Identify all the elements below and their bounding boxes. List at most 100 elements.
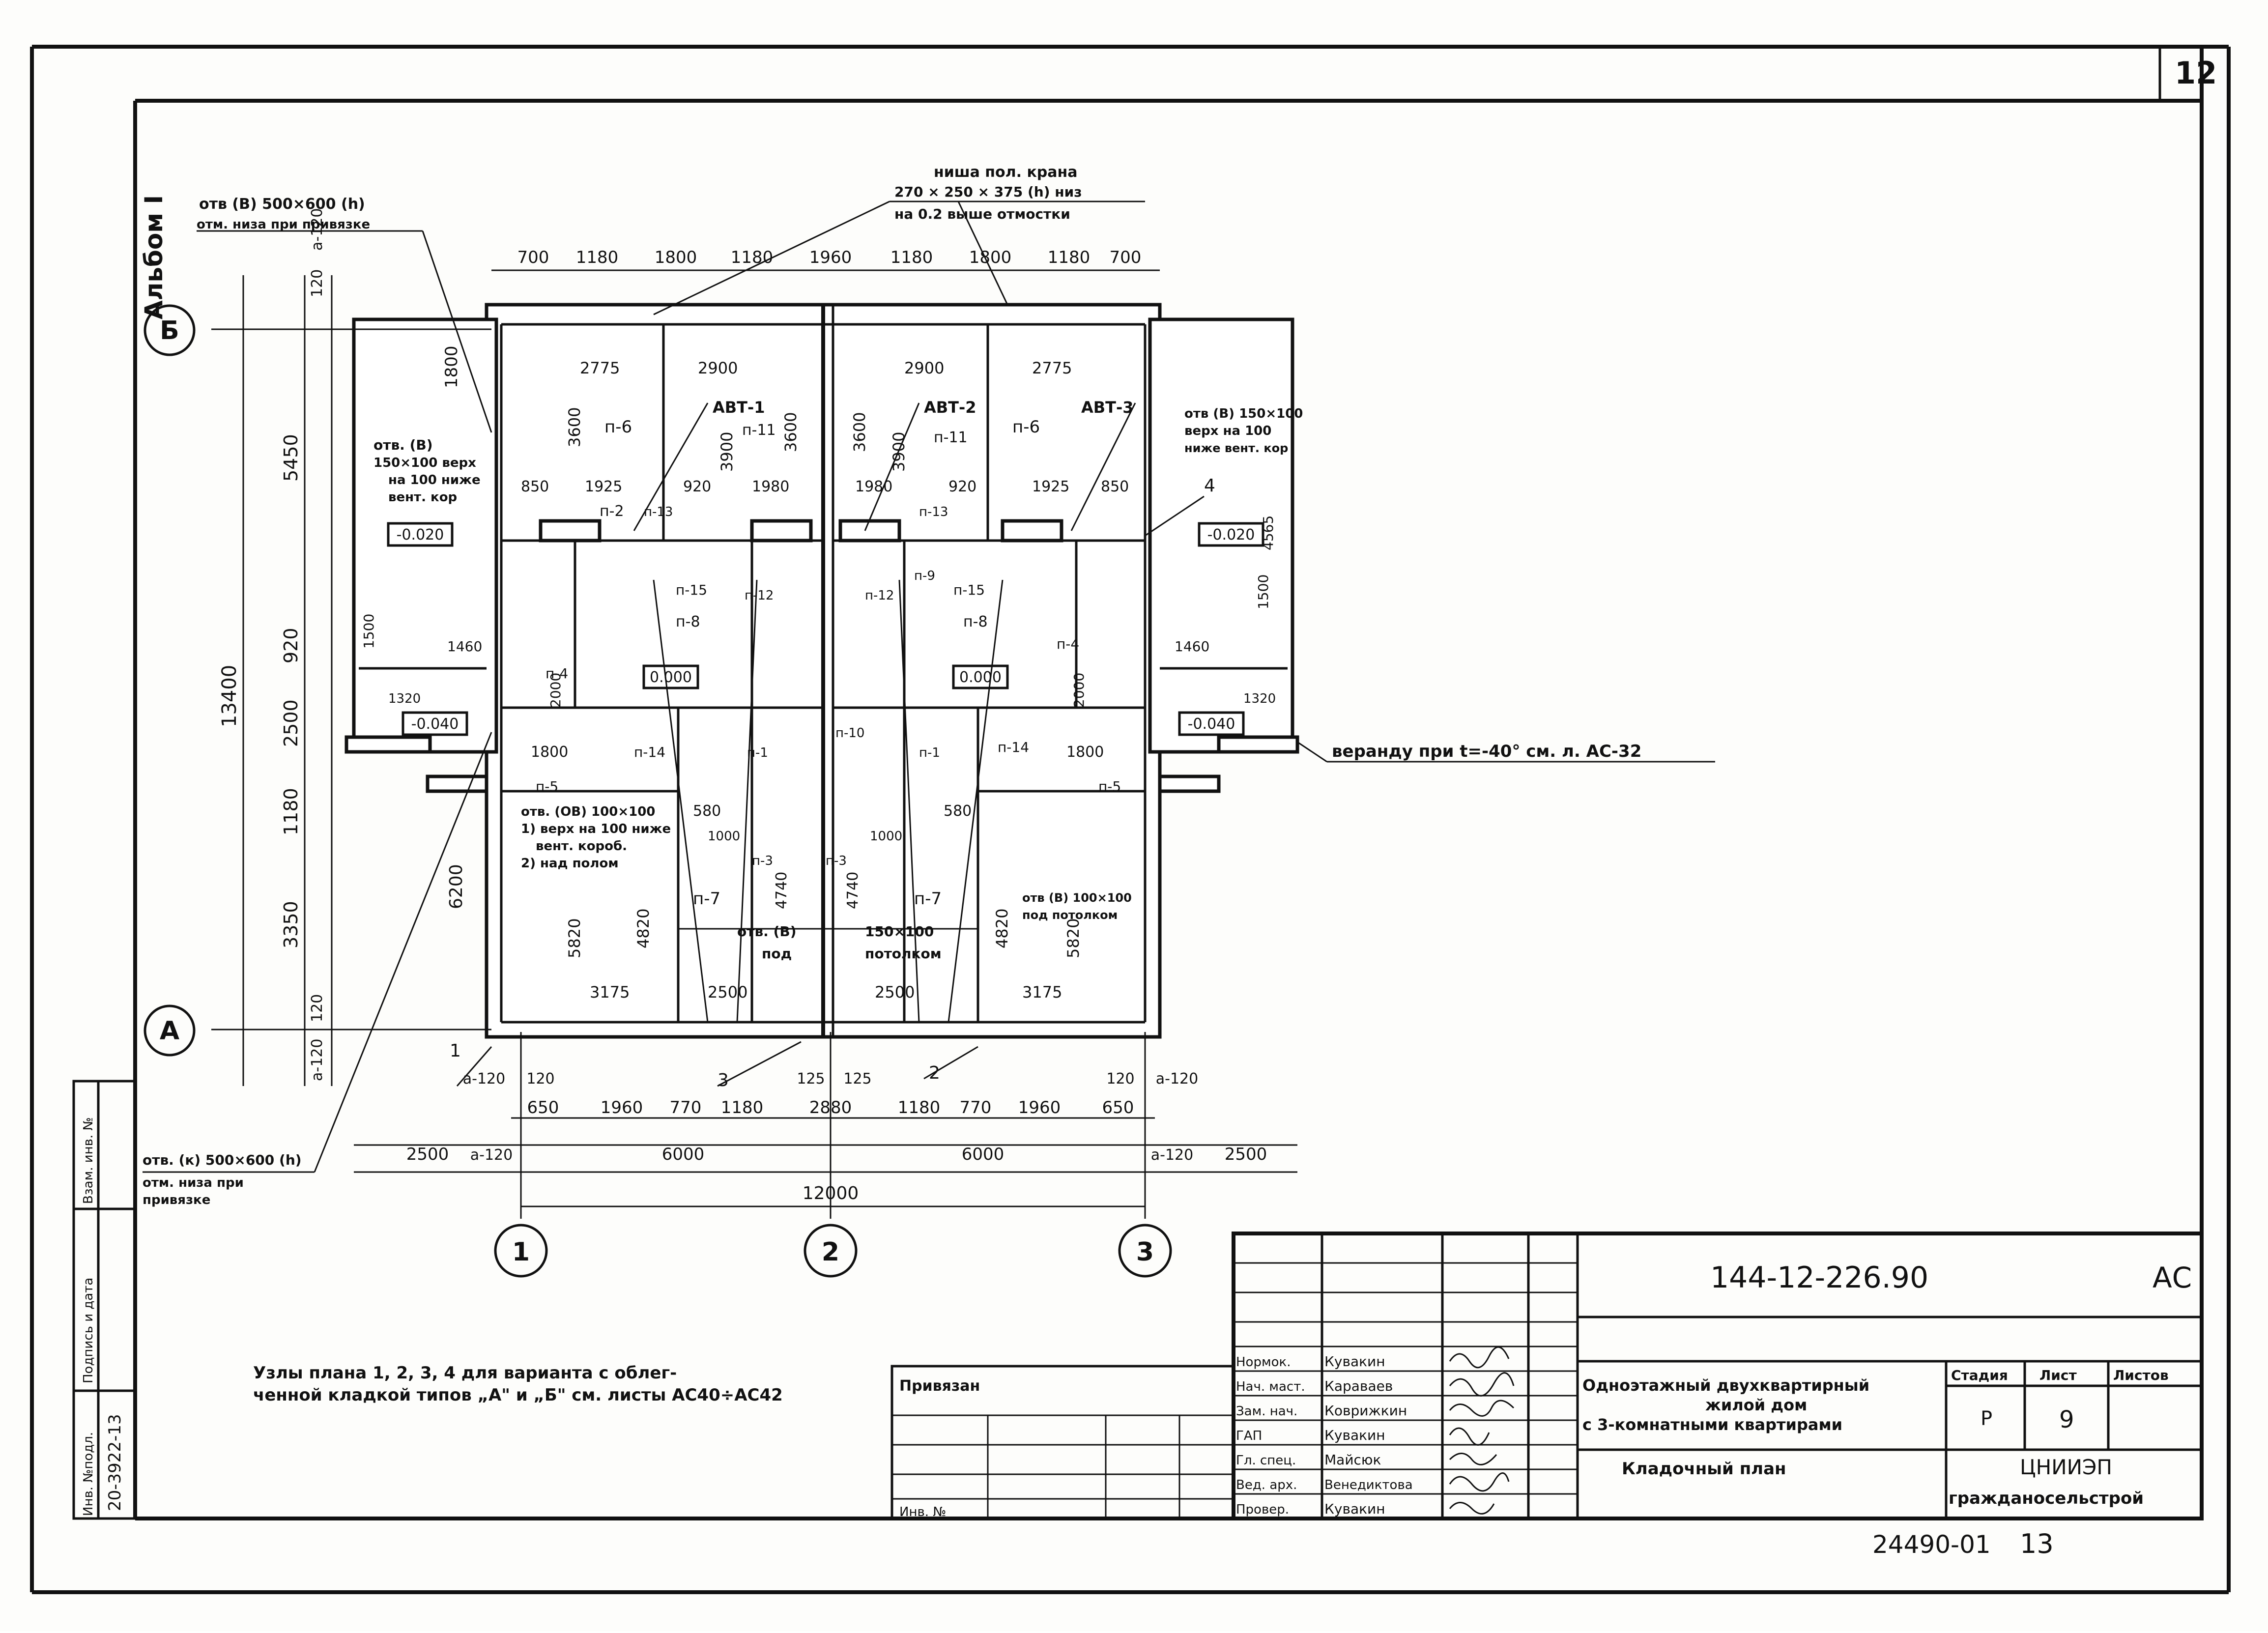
role-label: Нач. маст. — [1236, 1379, 1305, 1394]
side-stamp-col2: Подпись и дата — [81, 1278, 96, 1383]
callout-otv-center: потолком — [865, 945, 942, 962]
callout-otv-mid: 1) верх на 100 ниже — [521, 822, 671, 836]
role-label: Зам. нач. — [1236, 1404, 1297, 1419]
room-label: п-8 — [963, 613, 988, 630]
inner-dim: 2500 — [708, 983, 747, 1002]
inner-dimensions: 2775 2900 2900 2775 3600 3900 3600 3900 … — [361, 359, 1276, 1002]
room-label: п-4 — [1057, 636, 1079, 652]
room-label: п-3 — [752, 854, 773, 868]
left-dim: 2500 — [280, 699, 302, 747]
object-line-2: жилой дом — [1705, 1396, 1807, 1414]
left-dim: 1180 — [280, 788, 302, 835]
bottom-dim: 120 — [1106, 1070, 1134, 1088]
sheet-label: Лист — [2039, 1367, 2077, 1383]
callout-nisha: 270 × 250 × 375 (h) низ — [894, 184, 1082, 200]
left-dim: 3350 — [280, 901, 302, 948]
inner-dim: 5820 — [1064, 918, 1083, 958]
inner-dim: 1800 — [531, 744, 568, 761]
inner-dim: 1925 — [585, 478, 622, 495]
inner-dim: 850 — [521, 478, 549, 495]
room-label: п-1 — [747, 745, 768, 760]
room-label: п-13 — [644, 505, 673, 519]
inner-dim: 1000 — [870, 829, 902, 844]
bottom-dim: 1180 — [721, 1098, 764, 1117]
inner-dim: 580 — [693, 802, 721, 820]
room-labels: п-6 п-6 п-11 п-11 п-2 п-7 п-7 п-8 п-8 п-… — [536, 398, 1134, 909]
callout-otv-right: ниже вент. кор — [1184, 441, 1288, 455]
room-label: п-14 — [998, 739, 1029, 755]
mark-avt: АВТ-2 — [924, 398, 976, 417]
callout-otv-top-left: отв (В) 500×600 (h) — [199, 196, 365, 213]
inner-dim: 2000 — [1071, 673, 1087, 708]
callout-texts: отв (В) 500×600 (h) отм. низа при привяз… — [143, 164, 1641, 1207]
room-label: п-11 — [934, 429, 968, 446]
building-walls — [345, 303, 1299, 1039]
side-stamp-col1: Инв. №подл. — [81, 1432, 96, 1516]
inner-dim: 1800 — [1066, 744, 1104, 761]
level-mark: -0.020 — [397, 526, 444, 544]
room-label: п-15 — [676, 582, 707, 598]
org-name-2: гражданосельстрой — [1949, 1489, 2144, 1508]
room-label: п-10 — [835, 726, 864, 741]
room-label: п-6 — [604, 417, 632, 437]
inner-dim: 3600 — [565, 407, 584, 447]
callout-otv-left: на 100 ниже — [388, 473, 481, 487]
callout-otv-center: 150×100 — [865, 923, 934, 940]
left-dim: 13400 — [218, 665, 241, 727]
axis-label-2: 2 — [822, 1237, 839, 1267]
inner-dim: 4740 — [773, 872, 790, 909]
room-label: п-7 — [914, 889, 942, 909]
inner-dim: 580 — [944, 802, 972, 820]
signature — [1449, 1372, 1515, 1397]
bottom-dim: 1960 — [1018, 1098, 1061, 1117]
callout-otv-mid: вент. короб. — [536, 839, 627, 854]
room-label: п-11 — [742, 422, 776, 439]
top-dim: 1180 — [1048, 248, 1091, 267]
left-dim: a-120 — [309, 208, 326, 251]
bottom-dim: a-120 — [463, 1070, 505, 1088]
leader-number: 2 — [929, 1063, 940, 1083]
top-dim: 1180 — [890, 248, 933, 267]
inner-dim: 4740 — [844, 872, 861, 909]
bottom-dim-total: 12000 — [803, 1183, 859, 1203]
inner-dim: 5820 — [565, 918, 584, 958]
room-label: п-2 — [600, 503, 624, 520]
person-name: Караваев — [1324, 1378, 1393, 1394]
axis-bubble-3: 3 — [1118, 1224, 1172, 1278]
inner-dim: 1460 — [447, 638, 482, 655]
signature — [1449, 1472, 1510, 1492]
person-name: Кувакин — [1324, 1427, 1385, 1443]
inner-dim: 3600 — [850, 412, 869, 452]
inner-dim: 1500 — [1255, 574, 1271, 609]
signature — [1449, 1346, 1510, 1369]
callout-otv-right: отв (В) 150×100 — [1184, 406, 1303, 421]
bottom-dim: 770 — [960, 1098, 992, 1117]
person-name: Майсюк — [1324, 1452, 1381, 1468]
room-label: п-3 — [826, 854, 847, 868]
leader-numbers: 1 2 3 4 — [450, 476, 1215, 1090]
callout-otv-center: под — [762, 945, 792, 962]
left-dim: 6200 — [446, 864, 466, 909]
callout-otv-mid: отв. (ОВ) 100×100 — [521, 804, 655, 819]
role-label: ГАП — [1236, 1429, 1262, 1443]
dimension-lines — [242, 269, 1297, 1207]
room-label: п-12 — [745, 588, 774, 603]
top-dim: 1800 — [969, 248, 1012, 267]
callout-otv-bottom-left: отв. (к) 500×600 (h) — [143, 1152, 302, 1168]
axis-bubble-2: 2 — [804, 1224, 858, 1278]
bottom-dim: 770 — [670, 1098, 702, 1117]
stage-label: Стадия — [1951, 1367, 2008, 1383]
inner-dim: 3175 — [590, 983, 630, 1002]
top-dim: 1180 — [731, 248, 774, 267]
inv-no-label: Инв. № — [899, 1505, 946, 1519]
side-stamp-inv-value: 20-3922-13 — [105, 1414, 125, 1511]
axis-label-1: 1 — [512, 1237, 530, 1267]
bottom-dim: 2500 — [1225, 1145, 1267, 1164]
album-label: Альбом I — [140, 195, 168, 319]
role-label: Нормок. — [1236, 1355, 1291, 1370]
bottom-dim: a-120 — [470, 1146, 513, 1164]
leader-number: 4 — [1204, 476, 1215, 496]
person-name: Кувакин — [1324, 1353, 1385, 1370]
sheet-name: Кладочный план — [1622, 1459, 1786, 1479]
